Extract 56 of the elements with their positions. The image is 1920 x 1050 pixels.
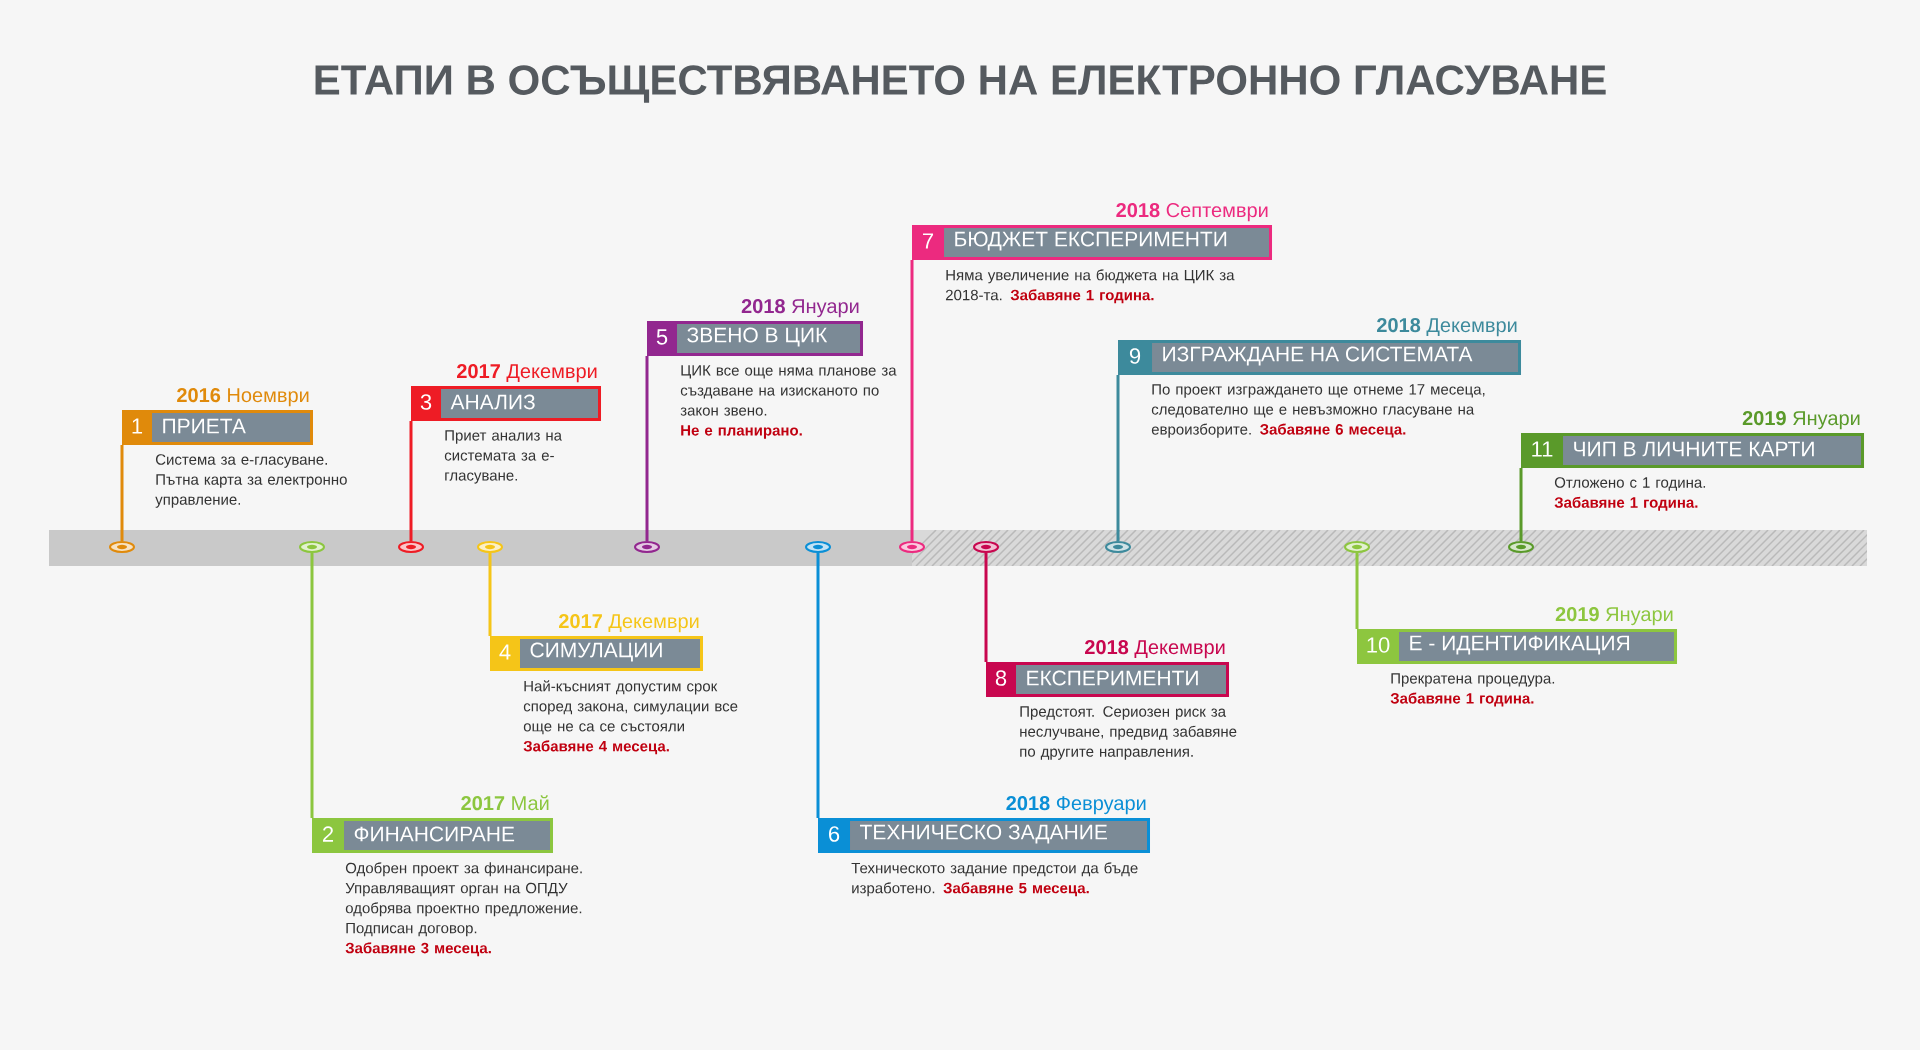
description-text: Няма увеличение на бюджета на ЦИК за 2018-та. Забавяне 1 година. <box>945 269 1235 304</box>
timeline-marker <box>398 541 424 553</box>
description-text: Предстоят. Сериозен риск за неслучване, предвид забавяне по другите направления. <box>1020 706 1237 760</box>
date-label: 2017 Декември <box>559 614 699 633</box>
milestone-header: 9 ИЗГРАЖДАНЕ НА СИСТЕМАТА <box>1118 340 1521 375</box>
milestone-header: 4 СИМУЛАЦИИ <box>490 636 703 671</box>
leader-line <box>1116 375 1120 541</box>
leader-line <box>984 553 988 662</box>
description-text: ЦИК все още няма планове за създаване на изисканото по закон звено. Не е планирано. <box>680 365 897 439</box>
date-label: 2019 Януари <box>1555 607 1673 626</box>
timeline-marker <box>109 541 135 553</box>
leader-line <box>310 553 314 818</box>
milestone-header: 10 Е - ИДЕНТИФИКАЦИЯ <box>1357 629 1677 664</box>
milestone-header: 6 ТЕХНИЧЕСКО ЗАДАНИЕ <box>818 818 1150 853</box>
timeline-marker <box>299 541 325 553</box>
milestone-header: 5 ЗВЕНО В ЦИК <box>647 321 863 356</box>
leader-line <box>1519 468 1523 541</box>
leader-line <box>1355 553 1359 629</box>
milestone-header: 3 АНАЛИЗ <box>411 386 601 421</box>
leader-line <box>645 356 649 541</box>
timeline-marker <box>973 541 999 553</box>
leader-line <box>120 445 124 541</box>
date-label: 2018 Декември <box>1085 640 1225 659</box>
date-label: 2017 Декември <box>457 364 597 383</box>
milestone-header: 1 ПРИЕТА <box>122 410 313 445</box>
timeline-marker <box>634 541 660 553</box>
timeline-marker <box>1105 541 1131 553</box>
description-text: Техническото задание предстои да бъде изработено. Забавяне 5 месеца. <box>851 862 1138 897</box>
timeline-marker <box>805 541 831 553</box>
title: ЕТАПИ В ОСЪЩЕСТВЯВАНЕТО НА ЕЛЕКТРОННО ГЛАСУВАНЕ <box>315 65 1606 103</box>
timeline-marker <box>899 541 925 553</box>
description-text: Най-късният допустим срок според закона, симулации все още не са се състояли Забавяне 4 месеца. <box>523 680 738 755</box>
date-label: 2018 Февруари <box>1006 796 1146 815</box>
description-text: Система за е-гласуване. Пътна карта за електронно управление. <box>155 454 347 508</box>
timeline-marker <box>1344 541 1370 553</box>
description-text: Отложено с 1 година. Забавяне 1 година. <box>1554 477 1706 511</box>
milestone-header: 2 ФИНАНСИРАНЕ <box>312 818 553 853</box>
description-text: Одобрен проект за финансиране. Управляващият орган на ОПДУ одобрява проектно предложение. Подписан договор. Забавяне 3 месеца. <box>345 862 582 957</box>
leader-line <box>910 260 914 541</box>
timeline-marker <box>477 541 503 553</box>
date-label: 2018 Декември <box>1377 318 1517 337</box>
leader-line <box>816 553 820 818</box>
date-label: 2017 Май <box>461 795 549 811</box>
date-label: 2016 Ноември <box>177 388 309 407</box>
description-text: По проект изграждането ще отнеме 17 месеца, следователно ще е невъзможно гласуване на евроизборите. Забавяне 6 месеца. <box>1151 384 1485 438</box>
milestone-header: 11 ЧИП В ЛИЧНИТЕ КАРТИ <box>1521 433 1864 468</box>
date-label: 2018 Септември <box>1116 203 1268 222</box>
date-label: 2019 Януари <box>1742 411 1860 430</box>
leader-line <box>488 553 492 636</box>
leader-line <box>409 421 413 541</box>
milestone-header: 7 БЮДЖЕТ ЕКСПЕРИМЕНТИ <box>912 225 1272 260</box>
description-text: Приет анализ на системата за е-гласуване. <box>444 430 562 484</box>
timeline-marker <box>1508 541 1534 553</box>
description-text: Прекратена процедура. Забавяне 1 година. <box>1390 673 1555 707</box>
date-label: 2018 Януари <box>741 299 859 318</box>
milestone-header: 8 ЕКСПЕРИМЕНТИ <box>986 662 1229 697</box>
